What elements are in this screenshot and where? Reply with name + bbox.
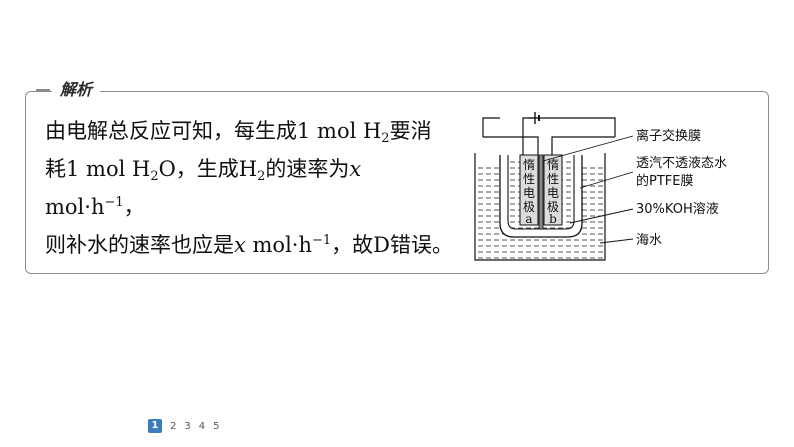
- page-3-button[interactable]: 3: [184, 420, 191, 432]
- svg-text:极: 极: [547, 200, 559, 214]
- svg-text:惰: 惰: [523, 158, 535, 172]
- label-koh: 30%KOH溶液: [636, 202, 719, 217]
- electrode-a: [519, 154, 539, 226]
- explanation-panel: [25, 91, 769, 274]
- explanation-line-1: 由电解总反应可知，每生成1 mol H2要消: [45, 119, 432, 146]
- explanation-line-2: 耗1 mol H2O，生成H2的速率为x mol·h−1，: [45, 157, 362, 219]
- label-membrane: 离子交换膜: [636, 128, 701, 144]
- badge-decoration-left: [36, 89, 50, 92]
- ion-exchange-membrane: [538, 154, 544, 230]
- label-ptfe-1: 透汽不透液态水: [636, 156, 727, 171]
- page-pager: 1 2 3 4 5: [148, 419, 220, 433]
- page-5-button[interactable]: 5: [213, 420, 220, 432]
- page-1-button[interactable]: 1: [148, 419, 162, 433]
- electrode-a-label: 惰 性 电 极 a: [523, 158, 535, 226]
- beaker: [474, 153, 606, 261]
- svg-text:惰: 惰: [547, 158, 559, 172]
- electrode-b: [543, 154, 563, 226]
- electrolysis-diagram: 惰 性 电 极 a 惰 性 电 极 b 离子交换膜 透汽不透液态水 的PTFE膜…: [474, 112, 727, 261]
- svg-text:性: 性: [547, 172, 559, 186]
- explanation-line-3: 则补水的速率也应是x mol·h−1，故D错误。: [45, 233, 454, 257]
- svg-text:性: 性: [523, 172, 535, 186]
- svg-text:b: b: [549, 212, 557, 226]
- svg-text:极: 极: [523, 200, 535, 214]
- page-4-button[interactable]: 4: [198, 420, 206, 432]
- electrode-b-label: 惰 性 电 极 b: [547, 158, 559, 226]
- explanation-text: 由电解总反应可知，每生成1 mol H2要消 耗1 mol H2O，生成H2的速…: [45, 112, 465, 264]
- svg-text:电: 电: [523, 186, 535, 200]
- svg-text:电: 电: [547, 186, 559, 200]
- page-2-button[interactable]: 2: [170, 420, 177, 432]
- section-badge: 解析: [52, 80, 101, 100]
- label-seawater: 海水: [636, 233, 662, 248]
- svg-text:a: a: [525, 212, 532, 226]
- label-ptfe-2: 的PTFE膜: [636, 173, 693, 189]
